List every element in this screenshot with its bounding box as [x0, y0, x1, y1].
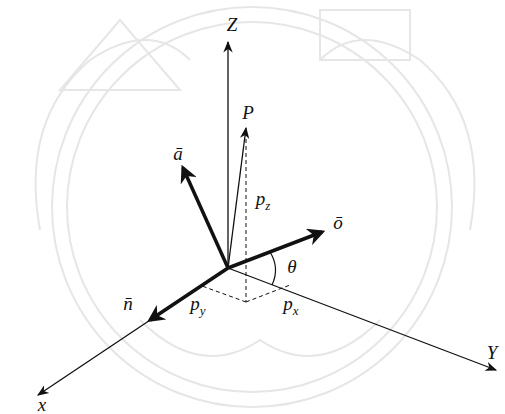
x-axis	[38, 268, 228, 395]
component-label: py	[190, 294, 205, 313]
orientation-vectors	[150, 168, 322, 320]
axes	[38, 42, 496, 395]
vector-label: n̄	[123, 294, 133, 313]
component-label: px	[283, 294, 298, 313]
vector-label: ā	[173, 144, 183, 163]
watermark	[36, 7, 475, 407]
angle-label: θ	[287, 257, 296, 276]
axis-label: x	[38, 395, 46, 414]
y-axis	[228, 268, 496, 370]
a-vector	[183, 168, 228, 268]
n-vector	[150, 268, 228, 320]
z-axis	[227, 42, 228, 268]
axis-label: Z	[227, 15, 238, 34]
vector-label: ō	[333, 213, 343, 232]
point-label: P	[242, 103, 254, 122]
p-vector	[228, 128, 246, 268]
theta-arc	[270, 252, 276, 285]
component-label: pz	[256, 189, 271, 208]
axis-label: Y	[487, 343, 498, 362]
